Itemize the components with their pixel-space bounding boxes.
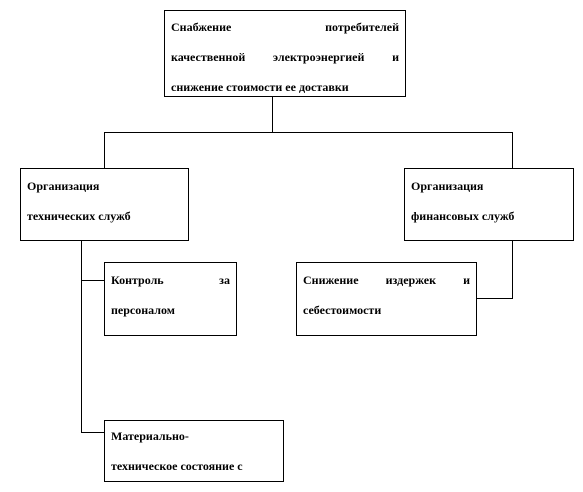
personnel-control-box: Контроль за персоналом [104,262,237,336]
root-goal-line-2: качественной электроэнергией и [171,50,399,64]
connector-tech-spine [81,240,82,432]
tech-services-line-1: Организация [27,179,100,193]
connector-to-personnel-control [81,280,104,281]
connector-root-down [272,96,273,132]
connector-branch-horizontal [104,132,513,133]
root-goal-line-1: Снабжение потребителей [171,20,399,34]
connector-to-finance-services [512,132,513,169]
tech-services-box: Организация технических служб [20,168,189,241]
personnel-control-line-1: Контроль за [111,273,230,287]
finance-services-line-2: финансовых служб [411,209,515,223]
material-state-box: Материально- техническое состояние с [104,420,284,482]
connector-to-cost-reduction [476,298,513,299]
connector-finance-down [512,240,513,299]
connector-to-material-state [81,432,104,433]
cost-reduction-line-1: Снижение издержек и [303,273,470,287]
material-state-line-2: техническое состояние с [111,459,243,473]
finance-services-line-1: Организация [411,179,484,193]
personnel-control-line-2: персоналом [111,303,175,317]
tech-services-line-2: технических служб [27,209,131,223]
cost-reduction-line-2: себестоимости [303,303,382,317]
connector-to-tech-services [104,132,105,168]
cost-reduction-box: Снижение издержек и себестоимости [296,262,477,336]
material-state-line-1: Материально- [111,429,189,443]
root-goal-line-3: снижение стоимости ее доставки [171,80,349,94]
finance-services-box: Организация финансовых служб [404,168,574,241]
root-goal-box: Снабжение потребителей качественной элек… [164,10,406,97]
